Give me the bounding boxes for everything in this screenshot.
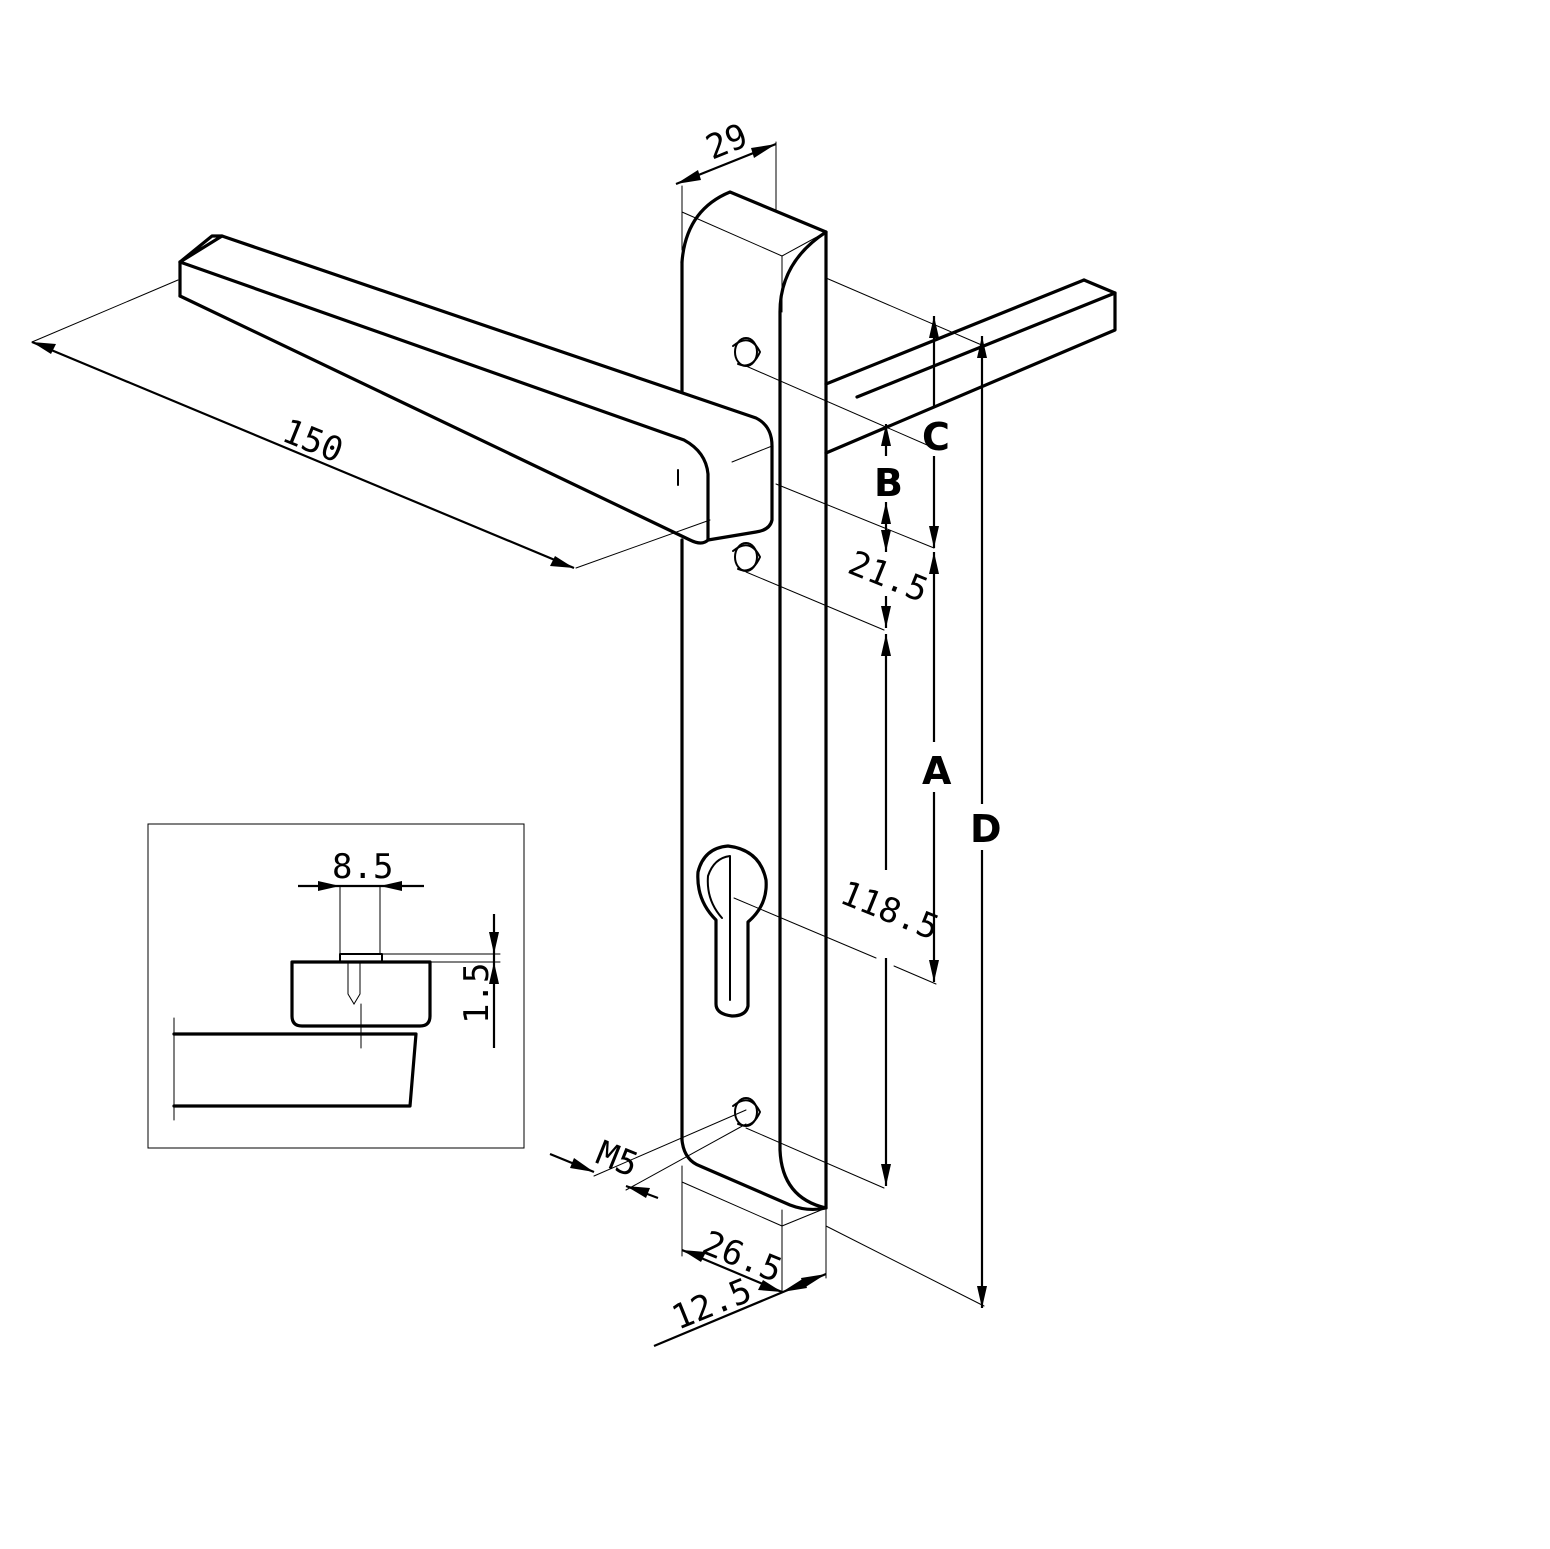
dimension-label: 118.5	[835, 873, 945, 948]
dimension-letter: C	[922, 415, 950, 459]
dimension-letter: D	[970, 807, 1002, 851]
dimension-label: 29	[700, 116, 753, 168]
dimension-plate-thickness: 12.5	[653, 1209, 827, 1348]
screw-hole-bottom	[732, 1097, 761, 1127]
dimension-lever-length: 150	[31, 279, 711, 570]
dimension-letter: B	[874, 461, 903, 505]
dimension-letter: A	[922, 749, 952, 793]
lever-handle	[178, 234, 774, 545]
detail-inset: 8.5 1.5	[147, 823, 525, 1149]
dimension-c: C	[775, 277, 985, 549]
detail-height-label: 1.5	[457, 963, 497, 1024]
dimension-label: 150	[277, 411, 349, 471]
screw-hole-top	[732, 337, 761, 367]
cylinder-keyhole	[696, 844, 877, 1018]
dimension-d: D	[825, 336, 1002, 1308]
dimension-label: 12.5	[666, 1271, 757, 1339]
dimension-label: 21.5	[843, 543, 934, 611]
dimension-a: A	[893, 552, 952, 985]
dimension-cylinder-distance: 118.5	[745, 634, 945, 1189]
dimension-hole-spacing: B 21.5	[745, 365, 935, 631]
screw-hole-middle	[732, 542, 761, 572]
dimension-screw: M5	[549, 1109, 747, 1200]
dimension-label: M5	[591, 1133, 644, 1185]
backplate	[680, 190, 828, 1293]
detail-width-label: 8.5	[332, 847, 393, 887]
spindle	[824, 278, 1117, 455]
